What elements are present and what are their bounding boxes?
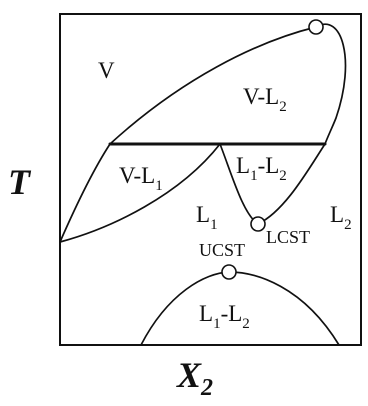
liquid-liquid-lower-l1-subscript: 1 xyxy=(213,316,221,332)
liquid-liquid-upper-region-label: L1-L2 xyxy=(236,153,287,184)
ucst-label: UCST xyxy=(199,240,245,260)
vapor-liquid1-main: V-L xyxy=(119,163,155,188)
liquid-liquid-lower-region-label: L1-L2 xyxy=(199,301,250,332)
vapor-liquid1-region-label: V-L1 xyxy=(119,163,163,194)
liquid-liquid-upper-l2-subscript: 2 xyxy=(279,168,287,184)
liquid2-main: L xyxy=(330,202,344,227)
x-axis-main: X xyxy=(176,355,202,395)
diagram-frame xyxy=(59,13,362,346)
liquid-liquid-upper-l2-main: -L xyxy=(258,153,280,178)
liquid-liquid-lower-l2-main: -L xyxy=(221,301,243,326)
vapor-liquid2-region-label: V-L2 xyxy=(243,84,287,115)
vapor-liquid1-subscript: 1 xyxy=(155,178,163,194)
vle-left-lower-curve xyxy=(59,143,221,243)
lcst-point xyxy=(250,216,266,232)
upper-critical-point xyxy=(308,19,324,35)
lcst-binodal-right xyxy=(257,143,326,225)
liquid-liquid-upper-l1-main: L xyxy=(236,153,250,178)
vle-upper-curve xyxy=(109,26,317,145)
liquid1-main: L xyxy=(196,202,210,227)
liquid2-subscript: 2 xyxy=(344,217,352,233)
liquid-liquid-lower-l1-main: L xyxy=(199,301,213,326)
x-axis-label: X2 xyxy=(176,355,213,401)
vapor-region-label: V xyxy=(98,58,115,83)
x-axis-subscript: 2 xyxy=(200,375,213,401)
ucst-point xyxy=(221,264,237,280)
liquid1-region-label: L1 xyxy=(196,202,218,233)
vle-right-curve xyxy=(315,23,347,145)
vapor-liquid2-main: V-L xyxy=(243,84,279,109)
liquid2-region-label: L2 xyxy=(330,202,352,233)
liquid-liquid-lower-l2-subscript: 2 xyxy=(242,316,250,332)
liquid-liquid-upper-l1-subscript: 1 xyxy=(250,168,258,184)
vle-left-upper-curve xyxy=(59,143,111,243)
liquid1-subscript: 1 xyxy=(210,217,218,233)
y-axis-label: T xyxy=(8,162,32,202)
vapor-liquid2-subscript: 2 xyxy=(279,99,287,115)
lcst-label: LCST xyxy=(266,227,310,247)
